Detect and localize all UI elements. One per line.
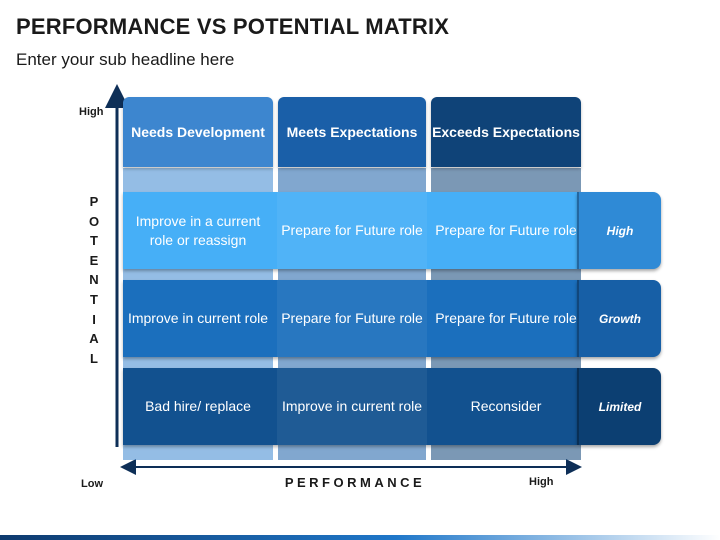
cell-growth-meets-expectations: Prepare for Future role [277, 280, 427, 357]
row-limited: Bad hire/ replace Improve in current rol… [123, 368, 577, 445]
row-label-limited: Limited [577, 368, 661, 445]
footer-accent-bar [0, 535, 720, 540]
row-high: Improve in a current role or reassign Pr… [123, 192, 577, 269]
row-label-high: High [577, 192, 661, 269]
column-header-meets-expectations: Meets Expectations [278, 97, 426, 167]
cell-limited-exceeds-expectations: Reconsider [470, 398, 542, 414]
page-subtitle: Enter your sub headline here [16, 50, 235, 69]
cell-high-needs-development: Improve in a current role or reassign [135, 212, 261, 248]
column-header-needs-development: Needs Development [123, 97, 273, 167]
cell-growth-needs-development: Improve in current role [127, 310, 269, 326]
row-label-growth: Growth [577, 280, 661, 357]
cell-growth-exceeds-expectations: Prepare for Future role [435, 310, 577, 326]
cell-high-exceeds-expectations: Prepare for Future role [435, 222, 577, 238]
cell-high-meets-expectations: Prepare for Future role [277, 192, 427, 269]
column-header-exceeds-expectations: Exceeds Expectations [431, 97, 581, 167]
cell-limited-meets-expectations: Improve in current role [277, 368, 427, 445]
x-axis-high-label: High [529, 476, 554, 488]
y-axis-high-label: High [79, 106, 104, 118]
cell-limited-needs-development: Bad hire/ replace [145, 398, 251, 414]
y-axis-low-label: Low [81, 478, 103, 490]
x-axis-title: PERFORMANCE [284, 475, 426, 490]
page-title: PERFORMANCE VS POTENTIAL MATRIX [16, 14, 450, 39]
row-growth: Improve in current role Prepare for Futu… [123, 280, 577, 357]
